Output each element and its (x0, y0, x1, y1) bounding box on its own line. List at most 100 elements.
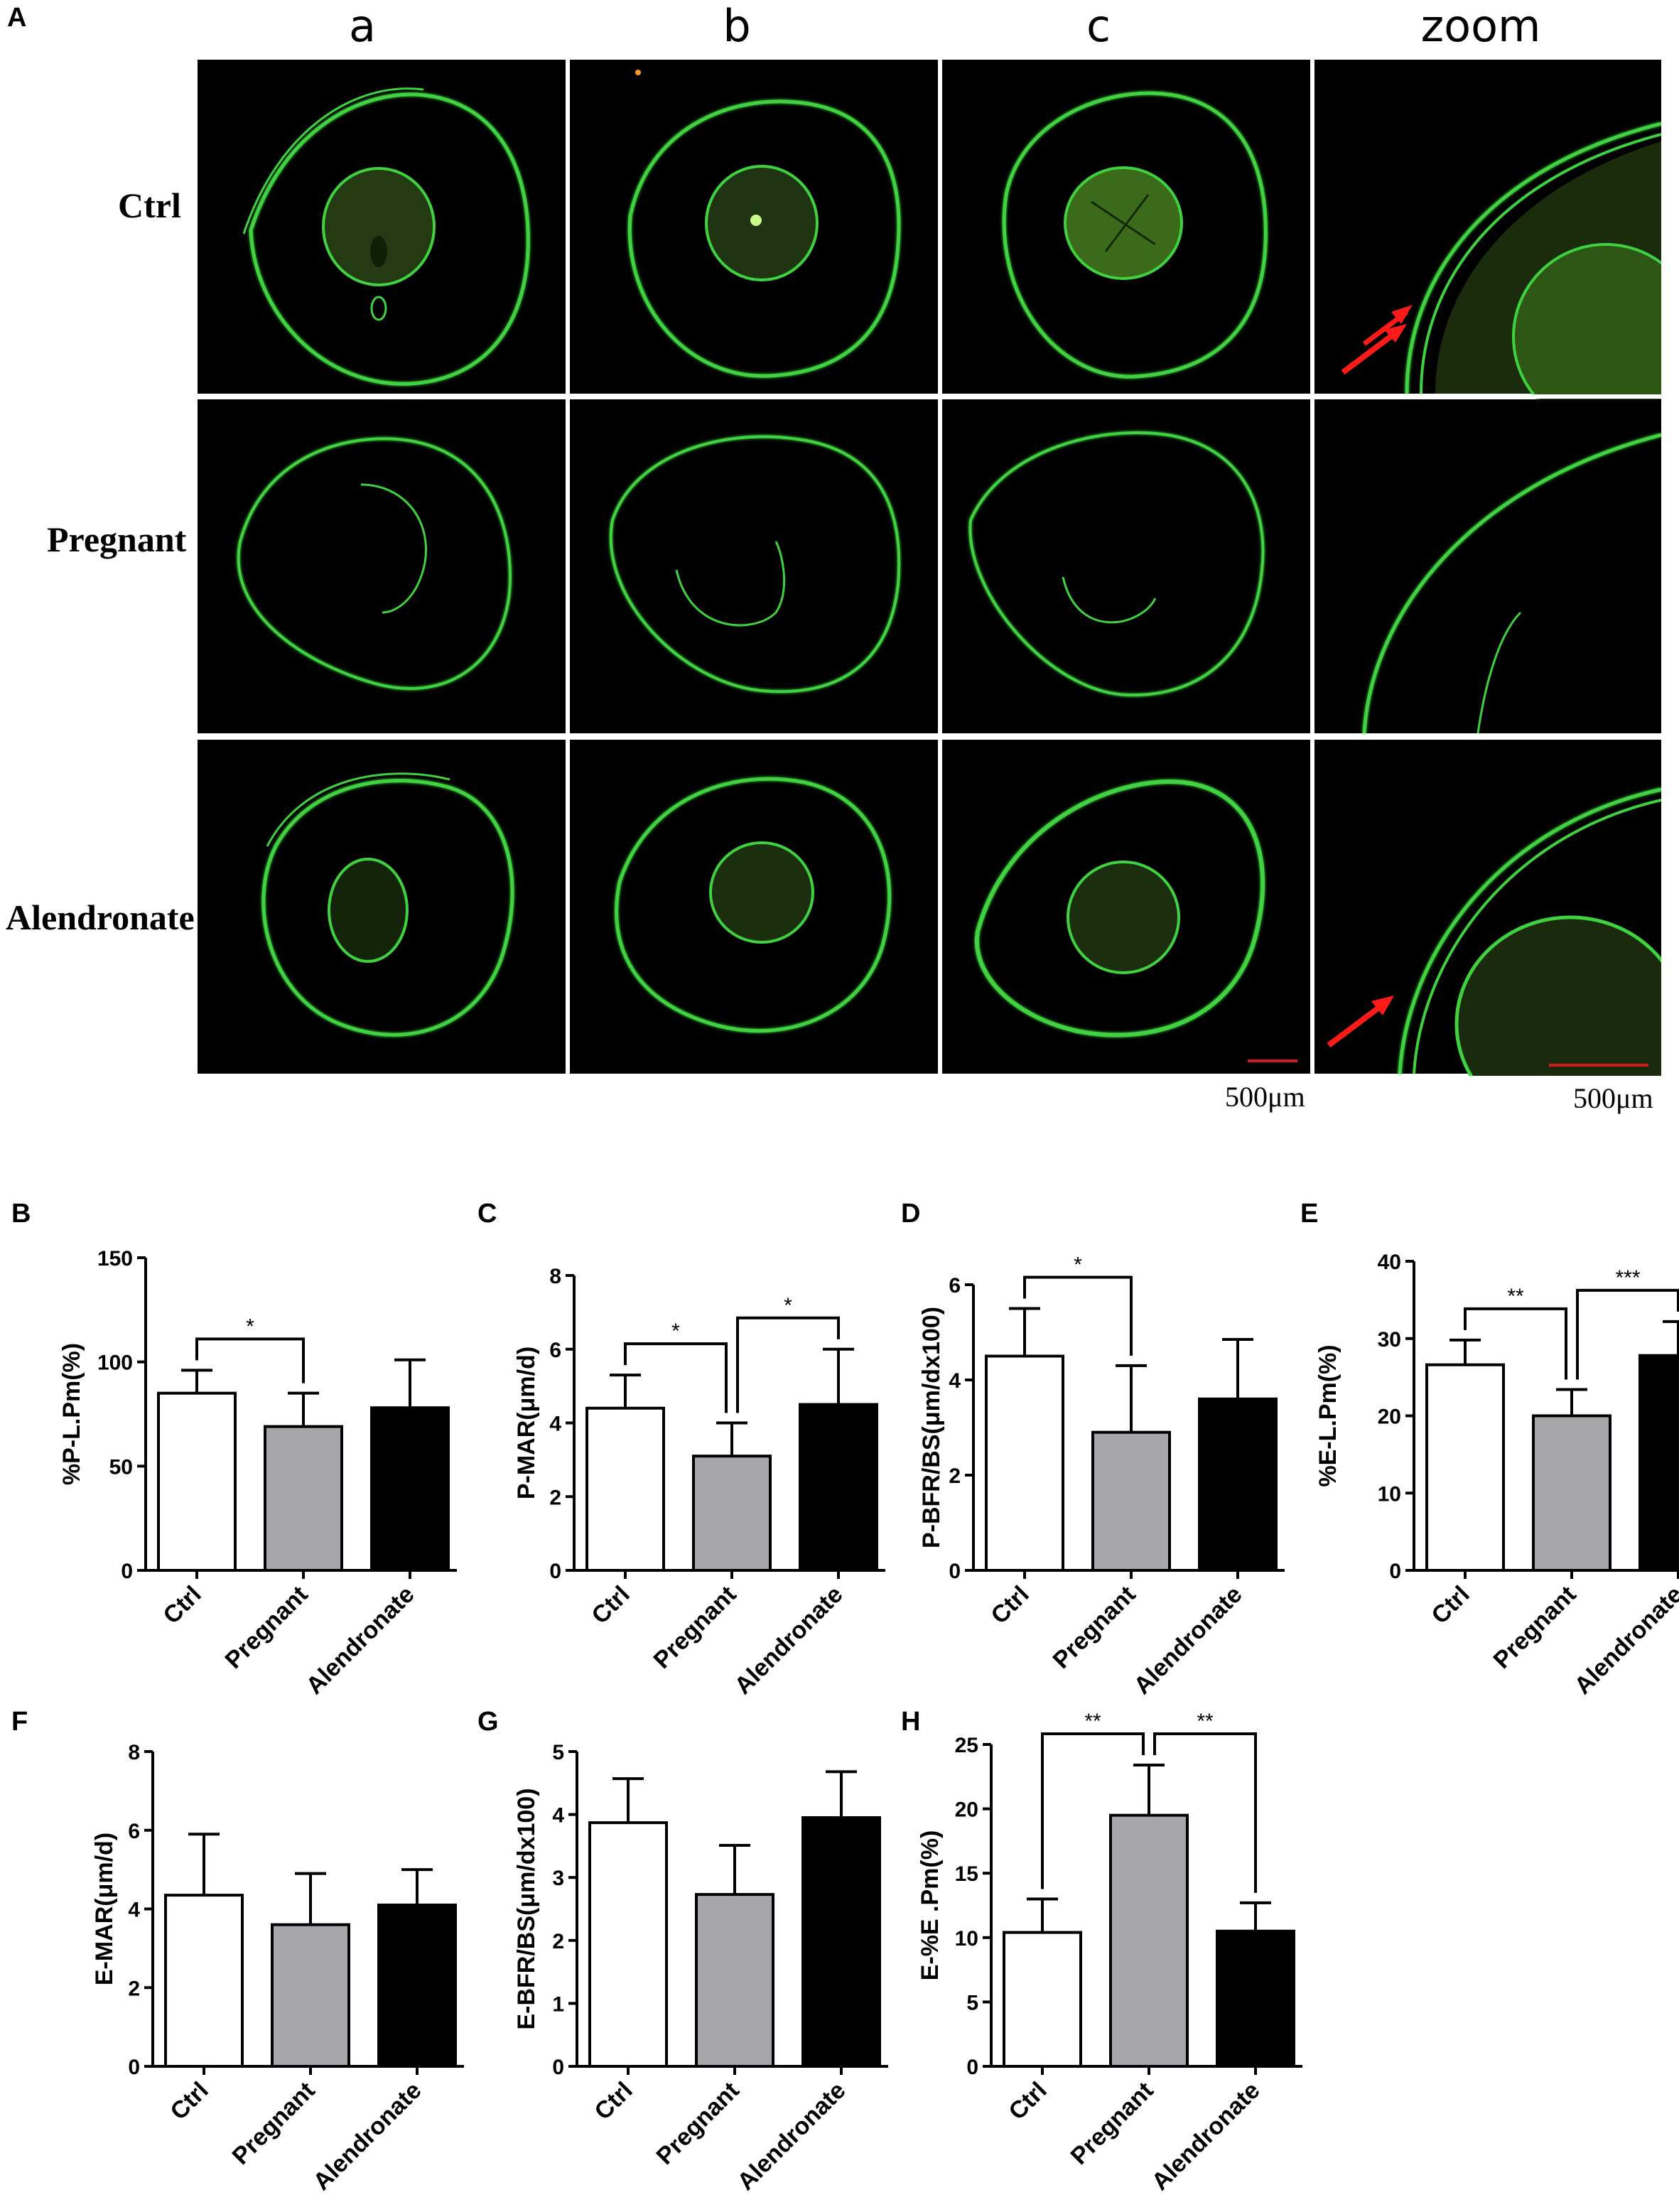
bar-d-alendronate (1198, 1397, 1278, 1572)
y-tick-label-f: 8 (128, 1741, 140, 1764)
panel-letter-e: E (1300, 1199, 1318, 1229)
panel-letter-c: C (477, 1199, 497, 1229)
bar-f-ctrl (164, 1894, 244, 2068)
panel-letter-f: F (11, 1707, 28, 1737)
y-tick-label-d: 2 (949, 1464, 961, 1488)
y-tick-label-c: 6 (549, 1339, 561, 1362)
category-label-d: Alendronate (1129, 1581, 1248, 1700)
y-axis-label-e: %E-L.Pm(%) (1314, 1344, 1341, 1487)
y-tick-label-d: 0 (949, 1560, 961, 1583)
significance-label-c: * (784, 1294, 792, 1317)
category-label-d: Pregnant (1048, 1581, 1141, 1674)
y-tick-label-h: 0 (966, 2056, 978, 2079)
bar-h-ctrl (1003, 1931, 1082, 2068)
micrograph-pregnant-zoom (1314, 399, 1662, 734)
significance-bracket-h (1153, 1732, 1257, 1893)
y-tick-label-f: 4 (128, 1899, 140, 1922)
y-tick-label-e: 20 (1378, 1406, 1401, 1429)
category-label-d: Ctrl (986, 1581, 1034, 1629)
significance-label-b: * (246, 1315, 254, 1338)
significance-bracket-c (624, 1342, 728, 1413)
category-label-b: Pregnant (220, 1581, 313, 1674)
y-tick-label-f: 2 (128, 1977, 140, 2000)
micrograph-pregnant-a (198, 399, 566, 733)
micrograph-pregnant-c (942, 399, 1310, 733)
significance-label-d: * (1074, 1253, 1082, 1277)
bar-f-pregnant (271, 1923, 350, 2068)
category-label-c: Ctrl (586, 1581, 635, 1629)
micrograph-alendronate-a (198, 740, 566, 1074)
y-axis-label-f: E-MAR(μm/d) (91, 1833, 118, 1985)
significance-label-e: *** (1615, 1266, 1640, 1290)
bar-d-ctrl (985, 1354, 1064, 1572)
category-label-h: Ctrl (1003, 2077, 1052, 2125)
bar-b-ctrl (157, 1391, 237, 1572)
bar-g-alendronate (801, 1816, 881, 2068)
y-tick-label-c: 8 (549, 1265, 561, 1288)
micrograph-alendronate-zoom (1314, 740, 1679, 1133)
y-tick-label-e: 0 (1389, 1560, 1401, 1583)
row-label-pregnant: Pregnant (47, 519, 187, 559)
significance-bracket-e (1576, 1288, 1679, 1380)
y-tick-label-g: 0 (552, 2056, 564, 2079)
significance-label-e: ** (1507, 1285, 1524, 1308)
bar-f-alendronate (377, 1903, 457, 2068)
bar-c-alendronate (799, 1403, 878, 1572)
y-tick-label-c: 4 (549, 1413, 561, 1436)
y-tick-label-b: 150 (97, 1247, 133, 1270)
significance-label-h: ** (1197, 1710, 1214, 1733)
y-tick-label-g: 5 (552, 1741, 564, 1764)
y-tick-label-g: 1 (552, 1992, 564, 2016)
micrograph-grid-svg (198, 60, 1679, 1133)
bar-e-pregnant (1532, 1414, 1611, 1572)
significance-bracket-d (1023, 1275, 1133, 1356)
category-label-g: Alendronate (733, 2077, 851, 2196)
row-label-alendronate: Alendronate (6, 897, 195, 937)
category-label-g: Ctrl (589, 2077, 637, 2125)
category-label-f: Alendronate (308, 2077, 427, 2196)
panel-letter-g: G (477, 1707, 499, 1737)
significance-bracket-c (736, 1316, 840, 1413)
y-tick-label-f: 0 (128, 2056, 140, 2079)
micrograph-grid (198, 60, 1679, 1133)
micrograph-ctrl-b (570, 60, 938, 394)
micrograph-ctrl-c (942, 60, 1310, 394)
y-tick-label-e: 40 (1378, 1251, 1401, 1274)
y-axis-label-b: %P-L.Pm(%) (58, 1343, 85, 1485)
y-tick-label-c: 2 (549, 1486, 561, 1509)
panel-letter-d: D (901, 1199, 920, 1229)
micrograph-ctrl-a (198, 60, 566, 394)
y-axis-label-g: E-BFR/BS(μm/dx100) (513, 1788, 540, 2029)
bar-g-pregnant (695, 1893, 774, 2068)
red-arrow-icon (1327, 1000, 1388, 1048)
category-label-f: Pregnant (227, 2077, 320, 2170)
micrograph-pregnant-b (570, 399, 938, 733)
y-tick-label-f: 6 (128, 1820, 140, 1843)
significance-label-c: * (671, 1320, 680, 1343)
category-label-f: Ctrl (165, 2077, 213, 2125)
y-tick-label-b: 0 (121, 1560, 133, 1583)
bar-e-ctrl (1425, 1363, 1505, 1572)
micrograph-alendronate-c (942, 740, 1310, 1074)
category-label-b: Ctrl (158, 1581, 206, 1629)
category-label-g: Pregnant (652, 2077, 745, 2170)
y-tick-label-h: 20 (955, 1798, 978, 1822)
bar-c-pregnant (692, 1455, 772, 1572)
bar-g-ctrl (588, 1821, 668, 2068)
y-tick-label-d: 4 (949, 1369, 961, 1393)
bar-d-pregnant (1091, 1430, 1171, 1572)
panel-a-letter: A (7, 3, 27, 33)
micrograph-ctrl-zoom (1314, 60, 1679, 431)
category-label-b: Alendronate (301, 1581, 420, 1700)
panel-letter-h: H (901, 1707, 920, 1737)
red-arrow-icon (1341, 327, 1402, 375)
y-tick-label-g: 2 (552, 1930, 564, 1953)
category-label-e: Pregnant (1489, 1581, 1582, 1674)
column-header-zoom: zoom (1420, 0, 1541, 52)
bar-e-alendronate (1638, 1354, 1679, 1572)
scale-label-main: 500μm (1225, 1081, 1305, 1113)
significance-bracket-e (1464, 1307, 1567, 1380)
category-label-e: Ctrl (1426, 1581, 1474, 1629)
significance-label-h: ** (1084, 1710, 1101, 1733)
row-label-ctrl: Ctrl (118, 185, 181, 225)
